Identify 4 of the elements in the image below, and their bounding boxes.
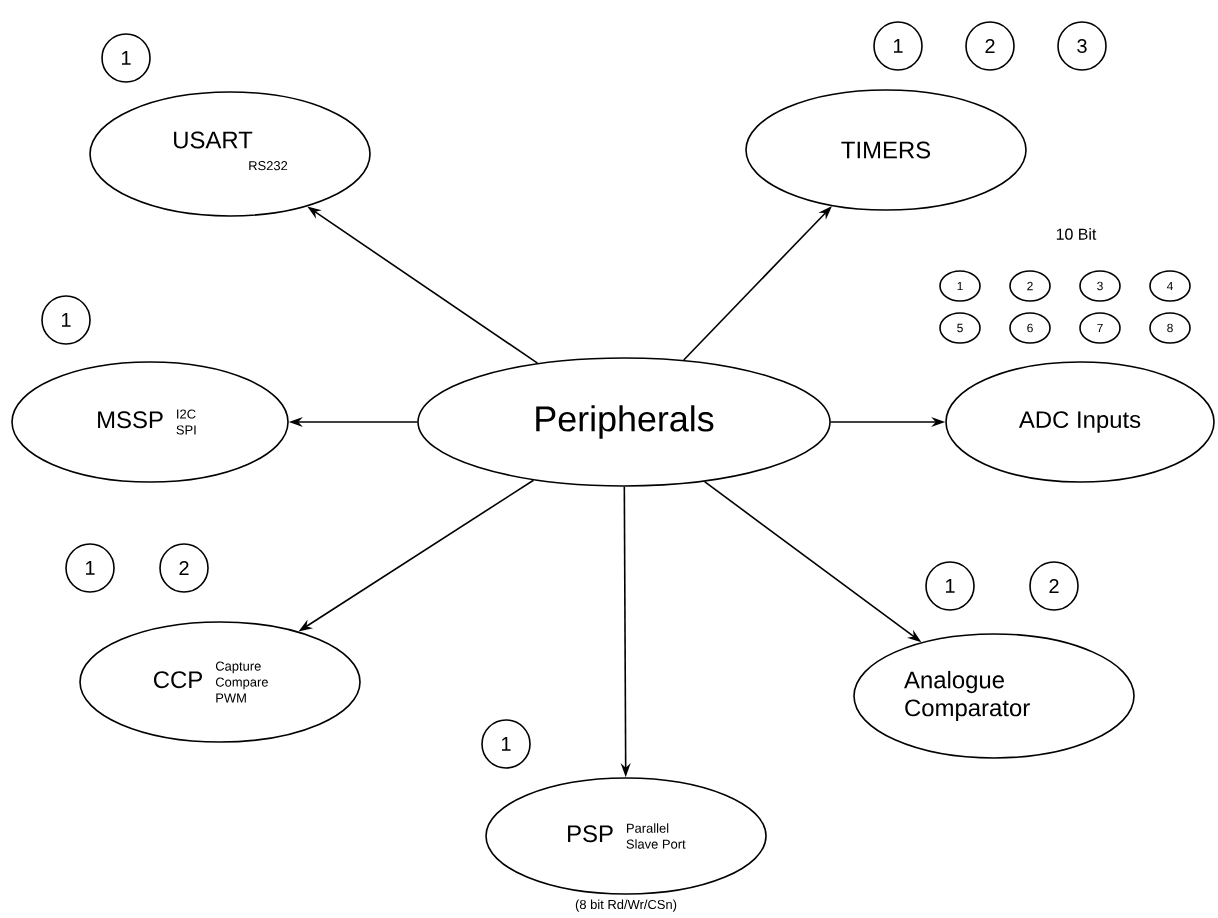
ellipse-node: ADC Inputs [945, 361, 1215, 483]
ellipse-node: Analogue Comparator [853, 633, 1135, 759]
ellipse-node: TIMERS [745, 89, 1027, 211]
ellipse-node: Peripherals [417, 357, 831, 487]
